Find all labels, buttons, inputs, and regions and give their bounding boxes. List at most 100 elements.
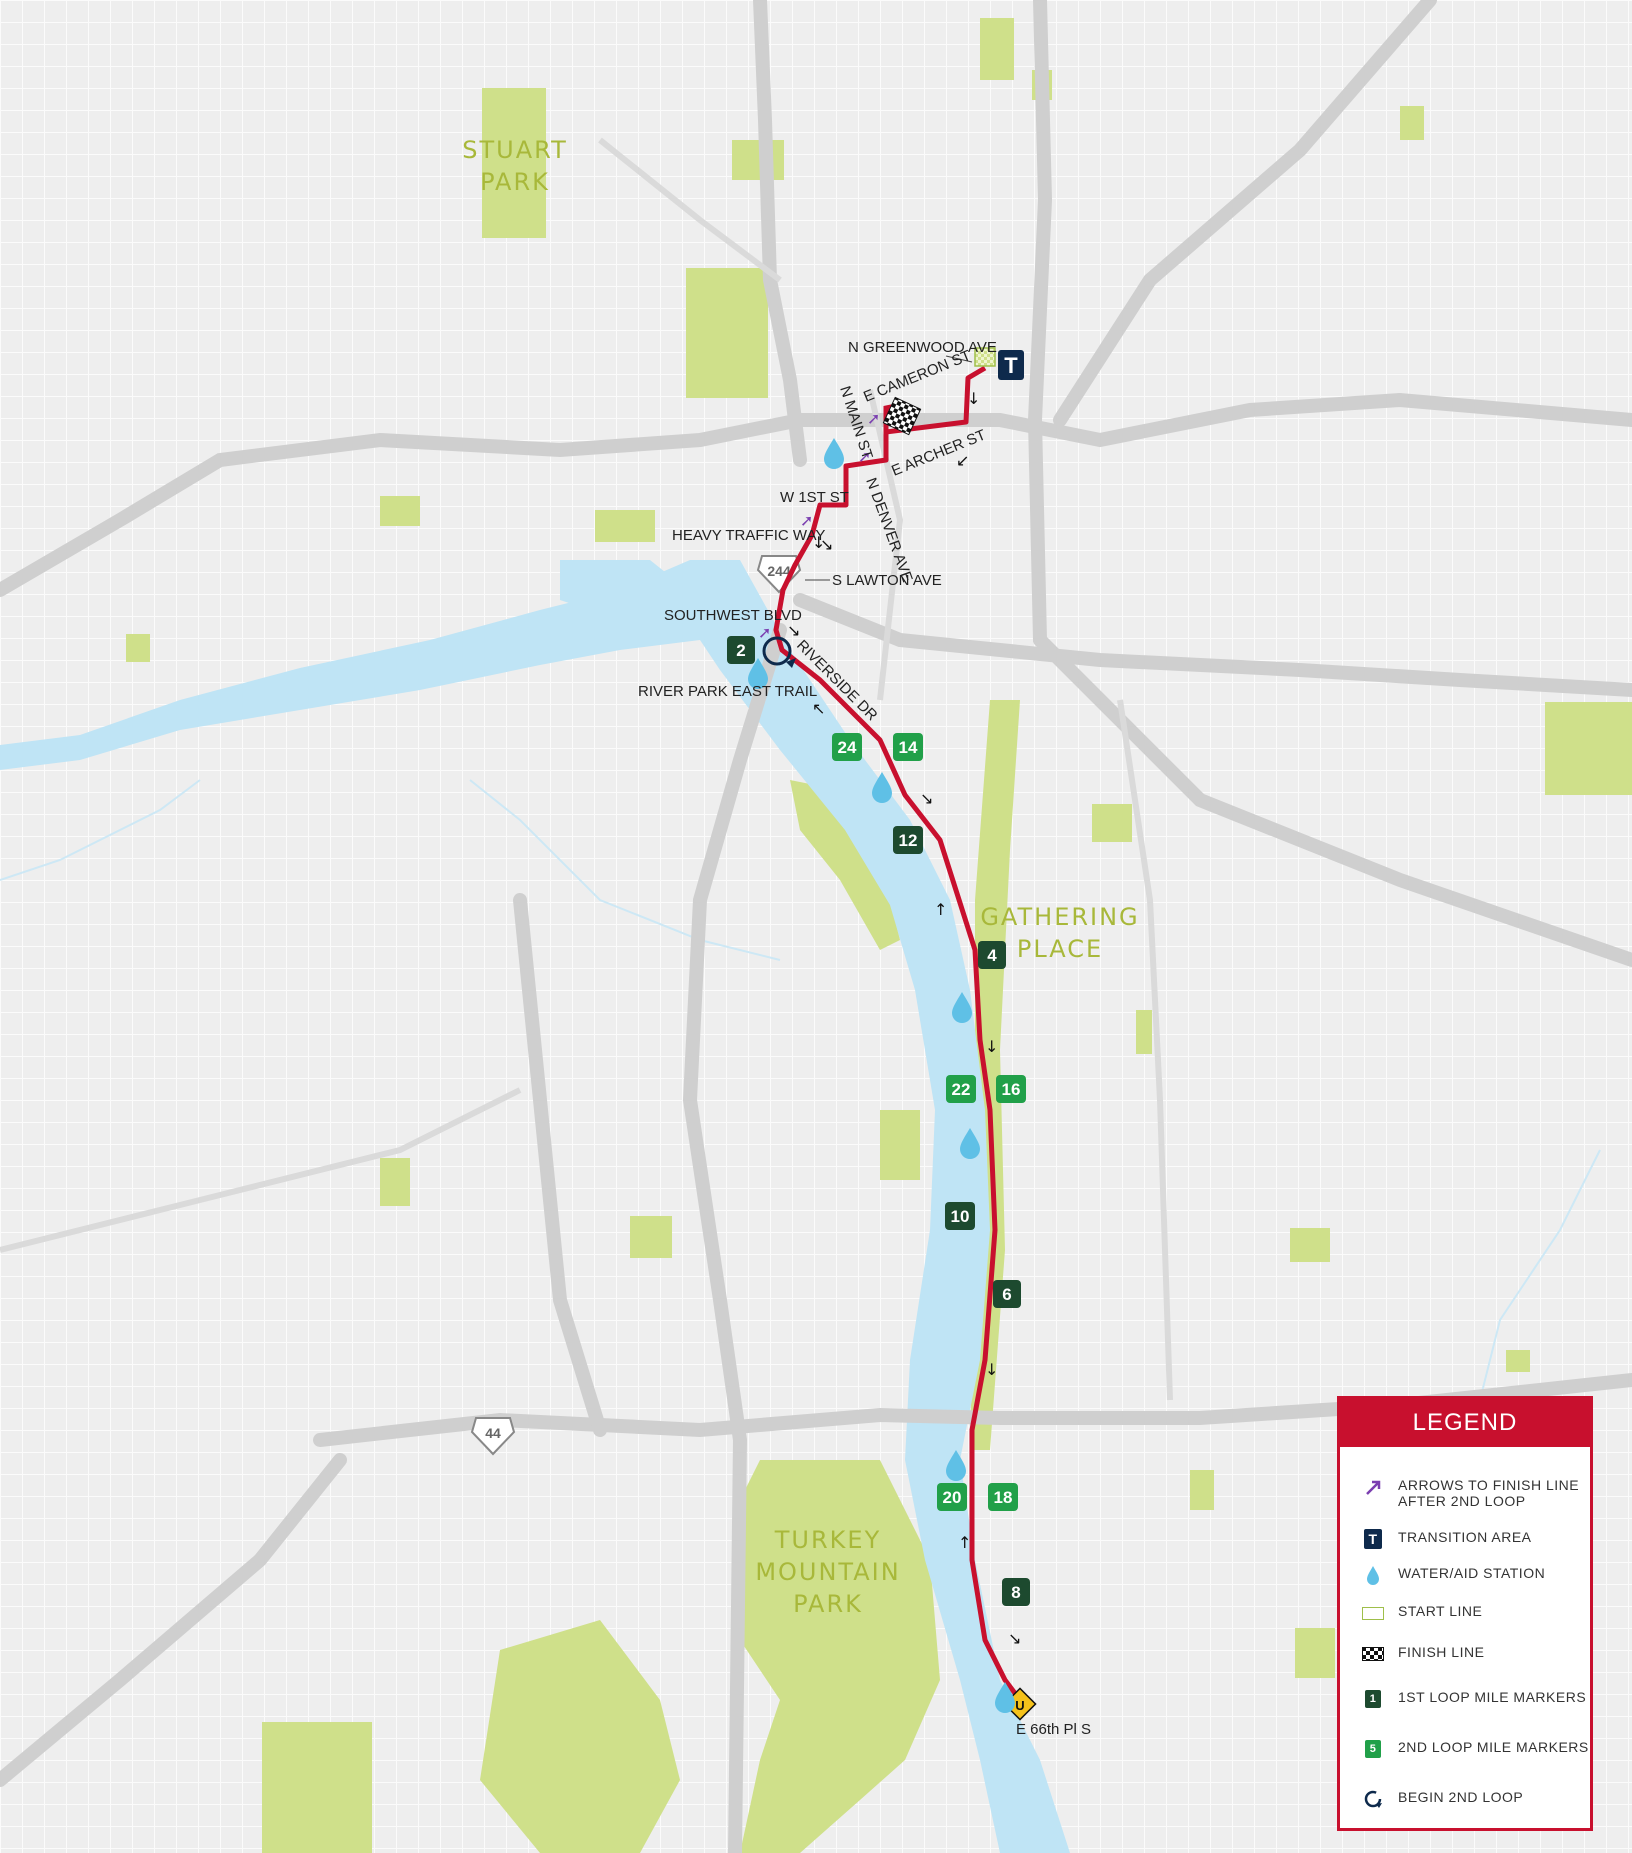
mile-marker-24: 24 — [832, 733, 862, 761]
park-label-stuart: STUART PARK — [462, 136, 567, 196]
svg-text:➚: ➚ — [867, 409, 880, 428]
water-drop-icon — [960, 1128, 980, 1159]
svg-text:➚: ➚ — [758, 623, 771, 642]
svg-text:STUART: STUART — [462, 136, 567, 164]
legend-item-loop2: 5 2ND LOOP MILE MARKERS — [1360, 1739, 1589, 1759]
legend-item-loop1: 1 1ST LOOP MILE MARKERS — [1360, 1689, 1586, 1709]
water-drop-icon — [824, 438, 844, 469]
svg-text:2: 2 — [736, 641, 745, 660]
water-drop-icon — [995, 1682, 1015, 1713]
street-label-w-1st: W 1ST ST — [780, 489, 849, 506]
transition-area-icon: T — [998, 350, 1024, 380]
legend-item-start: START LINE — [1360, 1603, 1482, 1623]
mile-marker-10: 10 — [945, 1202, 975, 1230]
purple-finish-arrows: ➚ ➚ ➚ ➚ — [758, 409, 880, 642]
svg-text:4: 4 — [987, 946, 997, 965]
svg-text:PARK: PARK — [480, 168, 550, 196]
mile-marker-22: 22 — [946, 1075, 976, 1103]
water-drop-icon — [748, 658, 768, 689]
purple-arrow-icon — [1360, 1477, 1386, 1497]
park-label-turkey-mountain: TURKEY MOUNTAIN PARK — [755, 1526, 900, 1618]
street-label-river-park-trail: RIVER PARK EAST TRAIL — [638, 683, 817, 700]
mile-marker-14: 14 — [893, 733, 923, 761]
legend-label: START LINE — [1398, 1603, 1483, 1619]
svg-text:↓: ↓ — [985, 1360, 998, 1379]
checkered-flag-icon — [1360, 1644, 1386, 1664]
svg-text:8: 8 — [1011, 1583, 1020, 1602]
legend-item-finish: FINISH LINE — [1360, 1644, 1484, 1664]
race-route — [773, 365, 1022, 1702]
svg-text:↓: ↓ — [812, 533, 825, 552]
highway-shield-44: 44 — [470, 1417, 516, 1456]
park-areas — [126, 18, 1632, 1853]
street-label-e-66th: E 66th Pl S — [1016, 1721, 1091, 1738]
svg-text:↘: ↘ — [820, 535, 833, 554]
mile-marker-16: 16 — [996, 1075, 1026, 1103]
svg-text:↖: ↖ — [812, 699, 825, 718]
svg-text:6: 6 — [1002, 1285, 1011, 1304]
svg-text:16: 16 — [1002, 1080, 1021, 1099]
svg-text:10: 10 — [951, 1207, 970, 1226]
park-label-gathering-place: GATHERING PLACE — [980, 903, 1139, 963]
arkansas-river-west — [560, 560, 700, 620]
legend-label: BEGIN 2ND LOOP — [1398, 1789, 1524, 1805]
svg-text:➚: ➚ — [800, 511, 813, 530]
svg-text:44: 44 — [485, 1425, 501, 1441]
mile-marker-4: 4 — [978, 941, 1006, 969]
mile-marker-8: 8 — [1002, 1578, 1030, 1606]
major-roads — [0, 137, 1173, 1401]
svg-text:TURKEY: TURKEY — [774, 1526, 881, 1554]
svg-text:12: 12 — [899, 831, 918, 850]
mile-marker-2: 2 — [727, 636, 755, 664]
svg-text:T: T — [1004, 353, 1018, 378]
svg-text:↘: ↘ — [920, 789, 933, 808]
creeks — [0, 779, 1601, 1401]
mile-marker-18: 18 — [988, 1483, 1018, 1511]
svg-text:244: 244 — [767, 563, 791, 579]
svg-text:U: U — [1015, 1698, 1024, 1713]
legend-label: FINISH LINE — [1398, 1644, 1485, 1660]
water-drop-icon — [952, 992, 972, 1023]
svg-text:↑: ↑ — [934, 900, 947, 919]
street-label-heavy-traffic: HEAVY TRAFFIC WAY — [672, 527, 825, 544]
svg-text:↘: ↘ — [1008, 1629, 1021, 1648]
svg-text:MOUNTAIN: MOUNTAIN — [755, 1558, 900, 1586]
loop1-mile-markers: 2 4 6 8 10 12 — [727, 636, 1030, 1606]
water-drop-icon — [1360, 1565, 1386, 1585]
loop2-mile-markers: 14 16 18 20 22 24 — [832, 733, 1026, 1511]
street-label-southwest-blvd: SOUTHWEST BLVD — [664, 607, 802, 624]
svg-text:↓: ↓ — [967, 389, 980, 408]
svg-text:↙: ↙ — [956, 451, 969, 470]
street-label-n-greenwood: N GREENWOOD AVE — [848, 339, 997, 356]
svg-text:➚: ➚ — [858, 447, 871, 466]
start-line-icon — [1362, 1606, 1384, 1620]
loop-arrow-icon — [1360, 1789, 1386, 1809]
svg-text:24: 24 — [838, 738, 857, 757]
begin-second-loop-icon — [762, 636, 796, 668]
water-stations — [748, 438, 1015, 1713]
transition-area-icon: T — [1364, 1529, 1382, 1549]
loop2-marker-icon: 5 — [1365, 1740, 1381, 1758]
legend-label: WATER/AID STATION — [1398, 1565, 1546, 1581]
svg-text:14: 14 — [899, 738, 918, 757]
svg-text:18: 18 — [994, 1488, 1013, 1507]
legend-item-finish-arrows: ARROWS TO FINISH LINE AFTER 2ND LOOP — [1360, 1477, 1579, 1509]
svg-text:PARK: PARK — [793, 1590, 863, 1618]
svg-text:PLACE: PLACE — [1017, 935, 1103, 963]
svg-text:↓: ↓ — [985, 1037, 998, 1056]
svg-text:22: 22 — [952, 1080, 971, 1099]
mile-marker-20: 20 — [937, 1483, 967, 1511]
water-drop-icon — [872, 772, 892, 803]
street-label-s-lawton: S LAWTON AVE — [832, 572, 942, 589]
legend-label: TRANSITION AREA — [1398, 1529, 1532, 1545]
mile-marker-12: 12 — [893, 826, 923, 854]
legend-label: 2ND LOOP MILE MARKERS — [1398, 1739, 1589, 1755]
legend-label: 1ST LOOP MILE MARKERS — [1398, 1689, 1587, 1705]
mile-marker-6: 6 — [993, 1280, 1021, 1308]
loop1-marker-icon: 1 — [1365, 1690, 1381, 1708]
legend-panel: LEGEND ARROWS TO FINISH LINE AFTER 2ND L… — [1337, 1396, 1593, 1831]
svg-text:GATHERING: GATHERING — [980, 903, 1139, 931]
legend-label: ARROWS TO FINISH LINE — [1398, 1477, 1580, 1493]
